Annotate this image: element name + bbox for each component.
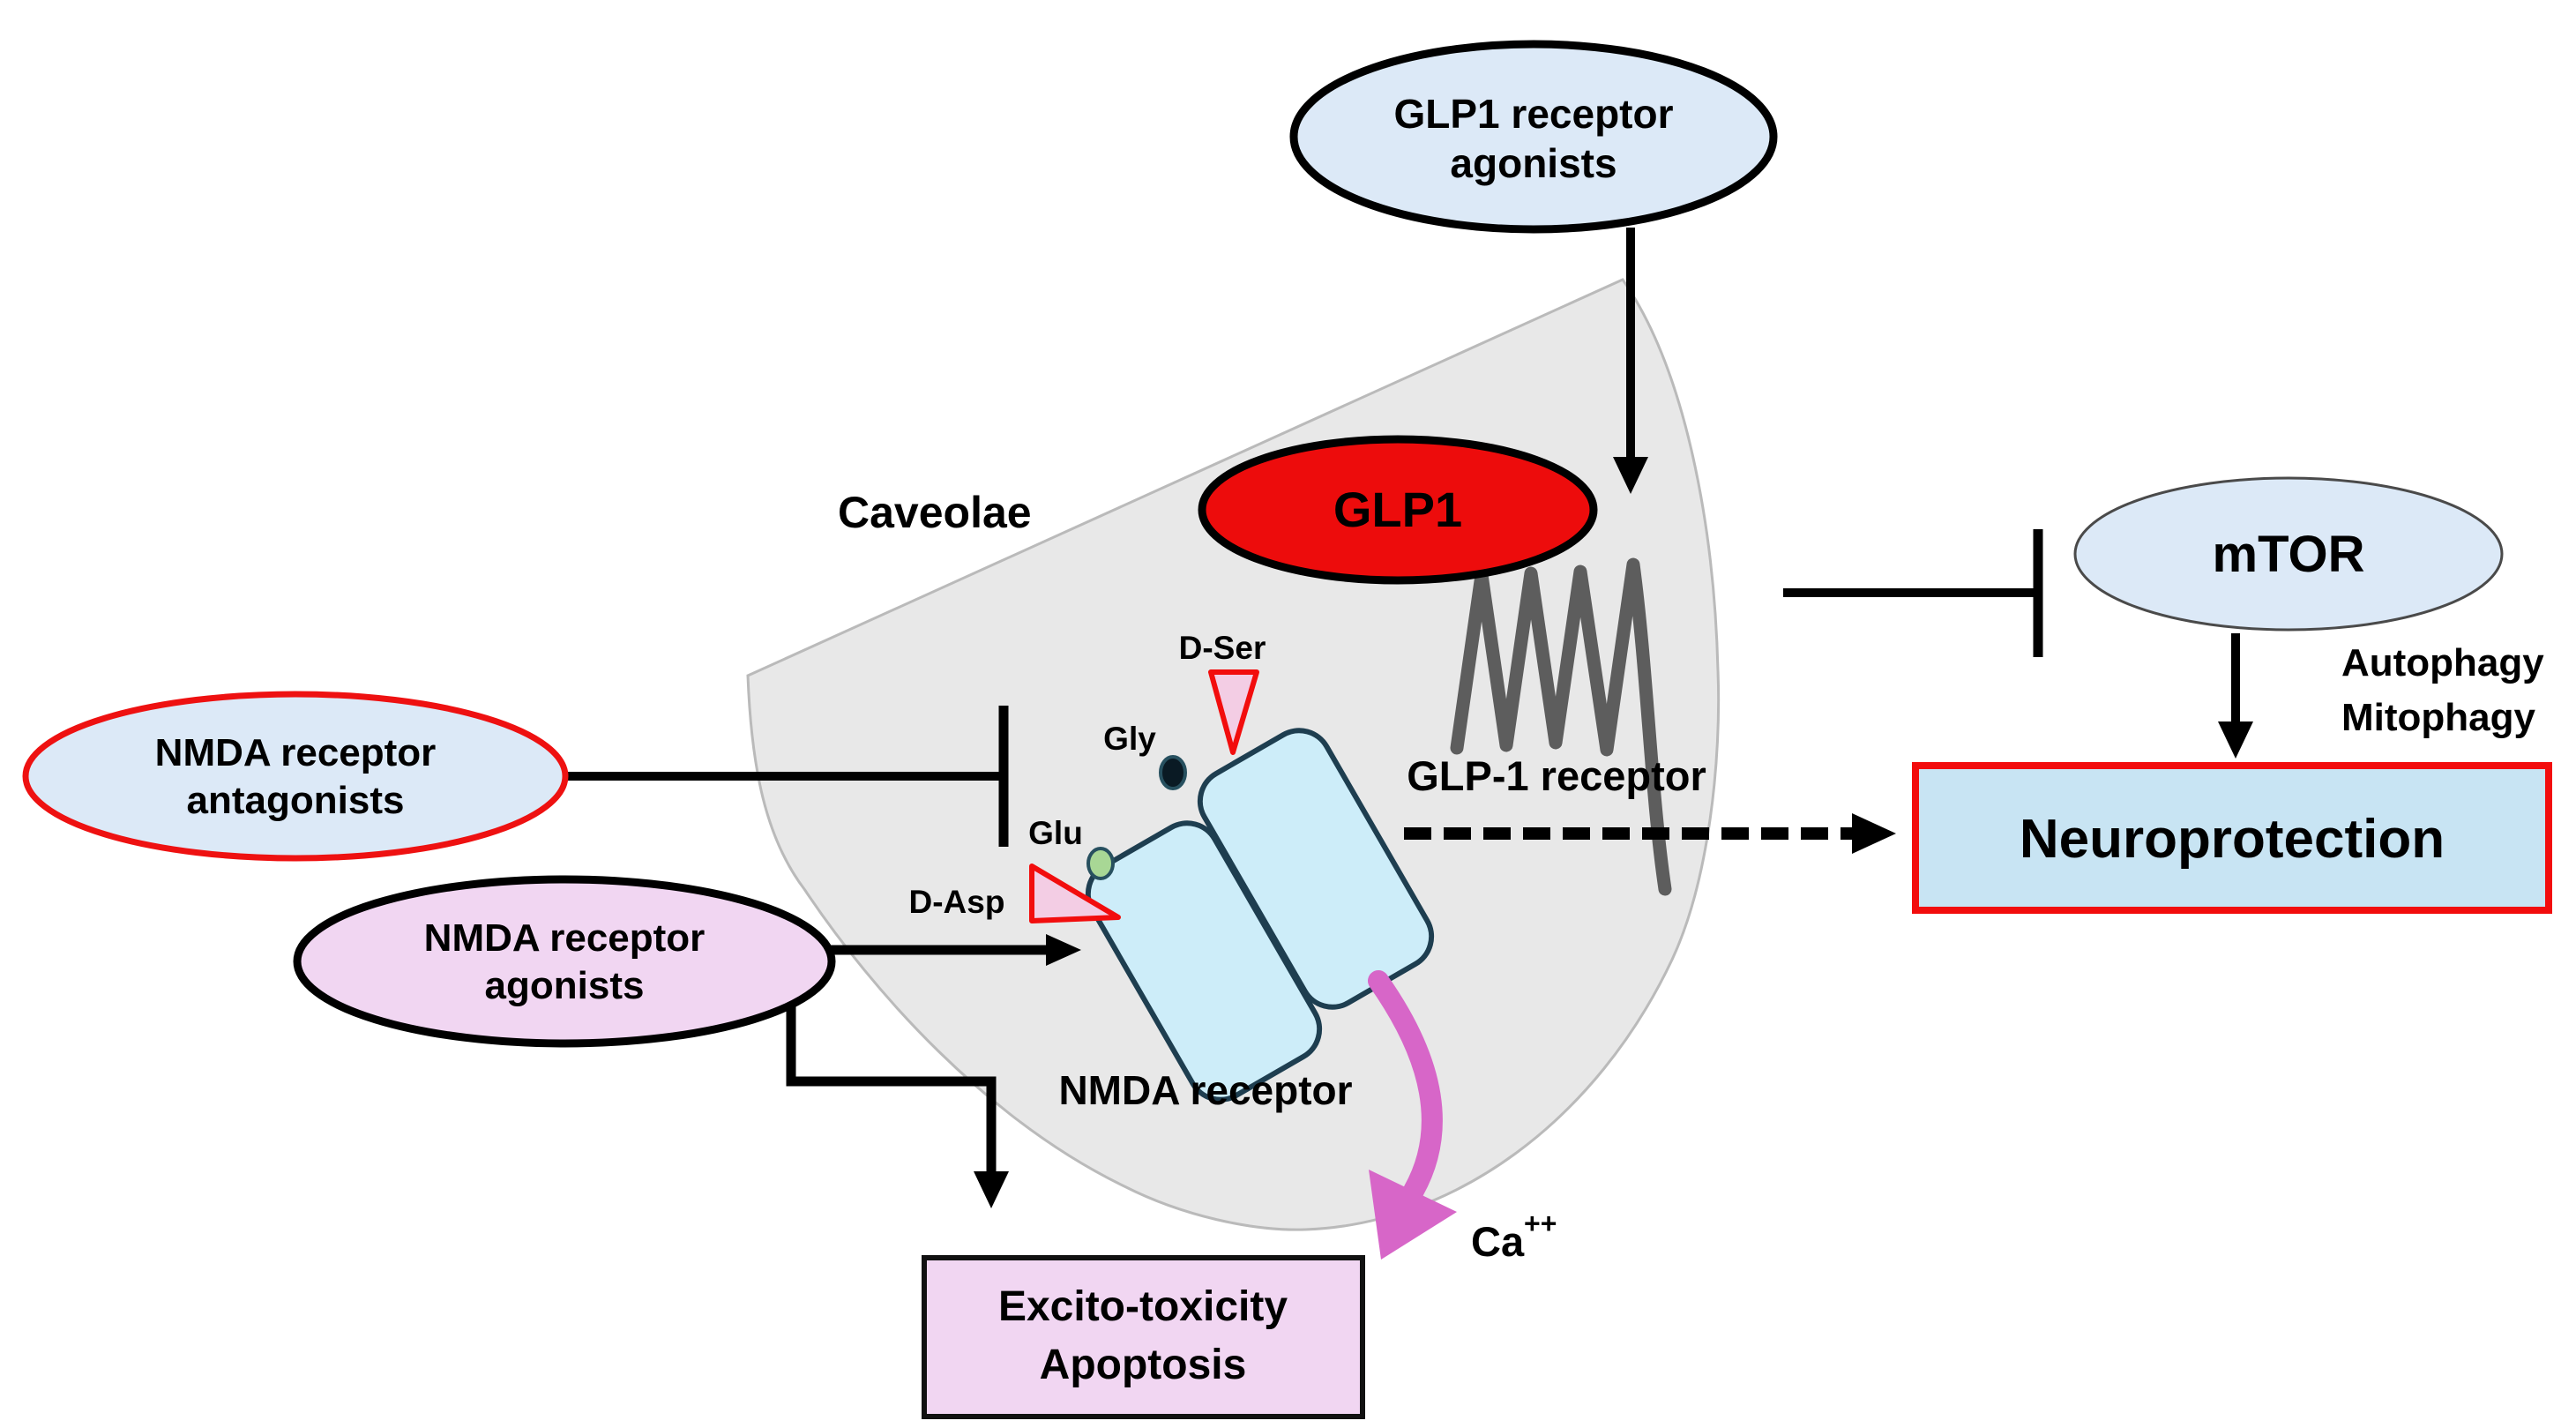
neuroprotection-box (1912, 762, 2552, 914)
glp1-receptor-label: GLP-1 receptor (1407, 752, 1706, 799)
nmda-antagonists-label-line2: antagonists (187, 779, 405, 822)
glp1-agonists-node (1289, 40, 1778, 234)
mtor-node (2073, 476, 2504, 632)
caveolae-label: Caveolae (838, 488, 1032, 537)
mtor-down-arrowhead (2218, 721, 2253, 759)
calcium-arrowhead (1369, 1170, 1457, 1260)
calcium-arrow-curve (1368, 970, 1443, 1201)
glp1-agonists-label-line1: GLP1 receptor (1394, 91, 1674, 137)
excitotoxicity-box (922, 1255, 1365, 1419)
mtor-label: mTOR (2213, 526, 2365, 583)
agonist-branch-line (786, 1006, 997, 1173)
nmda-antagonists-label-line1: NMDA receptor (155, 731, 437, 774)
neuroprotection-label: Neuroprotection (2020, 809, 2445, 870)
nmda-agonists-label-line2: agonists (485, 964, 645, 1007)
glp1-node (1198, 435, 1598, 585)
calcium-label: Ca (1471, 1218, 1525, 1265)
glp1-agonist-arrowhead (1613, 457, 1648, 494)
nmda-receptor-subunit-lower (1085, 820, 1323, 1103)
calcium-sup-label: ++ (1524, 1207, 1557, 1239)
glu-label: Glu (1028, 815, 1083, 851)
nmda-agonists-node (293, 875, 836, 1048)
d-ser-triangle (1208, 669, 1259, 755)
excitotoxicity-label-line1: Excito-toxicity (998, 1283, 1288, 1330)
excitotoxicity-label-line2: Apoptosis (1040, 1342, 1247, 1388)
agonist-arrowhead (1046, 934, 1081, 966)
nmda-agonists-label-line1: NMDA receptor (424, 916, 706, 960)
glp1-label: GLP1 (1333, 482, 1462, 537)
d-asp-triangle (1029, 864, 1121, 923)
glu-dot (1086, 847, 1115, 880)
nmda-antagonists-node (22, 691, 569, 862)
autophagy-label: Autophagy (2341, 641, 2544, 684)
d-ser-label: D-Ser (1179, 630, 1266, 666)
glp1-agonists-label-line2: agonists (1450, 140, 1617, 186)
gly-label: Gly (1103, 721, 1156, 757)
gly-dot (1159, 755, 1187, 790)
d-asp-label: D-Asp (909, 884, 1005, 920)
neuroprotection-dashed-arrowhead (1852, 813, 1896, 854)
mitophagy-label: Mitophagy (2341, 696, 2536, 739)
nmda-receptor-label: NMDA receptor (1058, 1067, 1352, 1113)
agonist-branch-arrowhead (974, 1171, 1009, 1208)
